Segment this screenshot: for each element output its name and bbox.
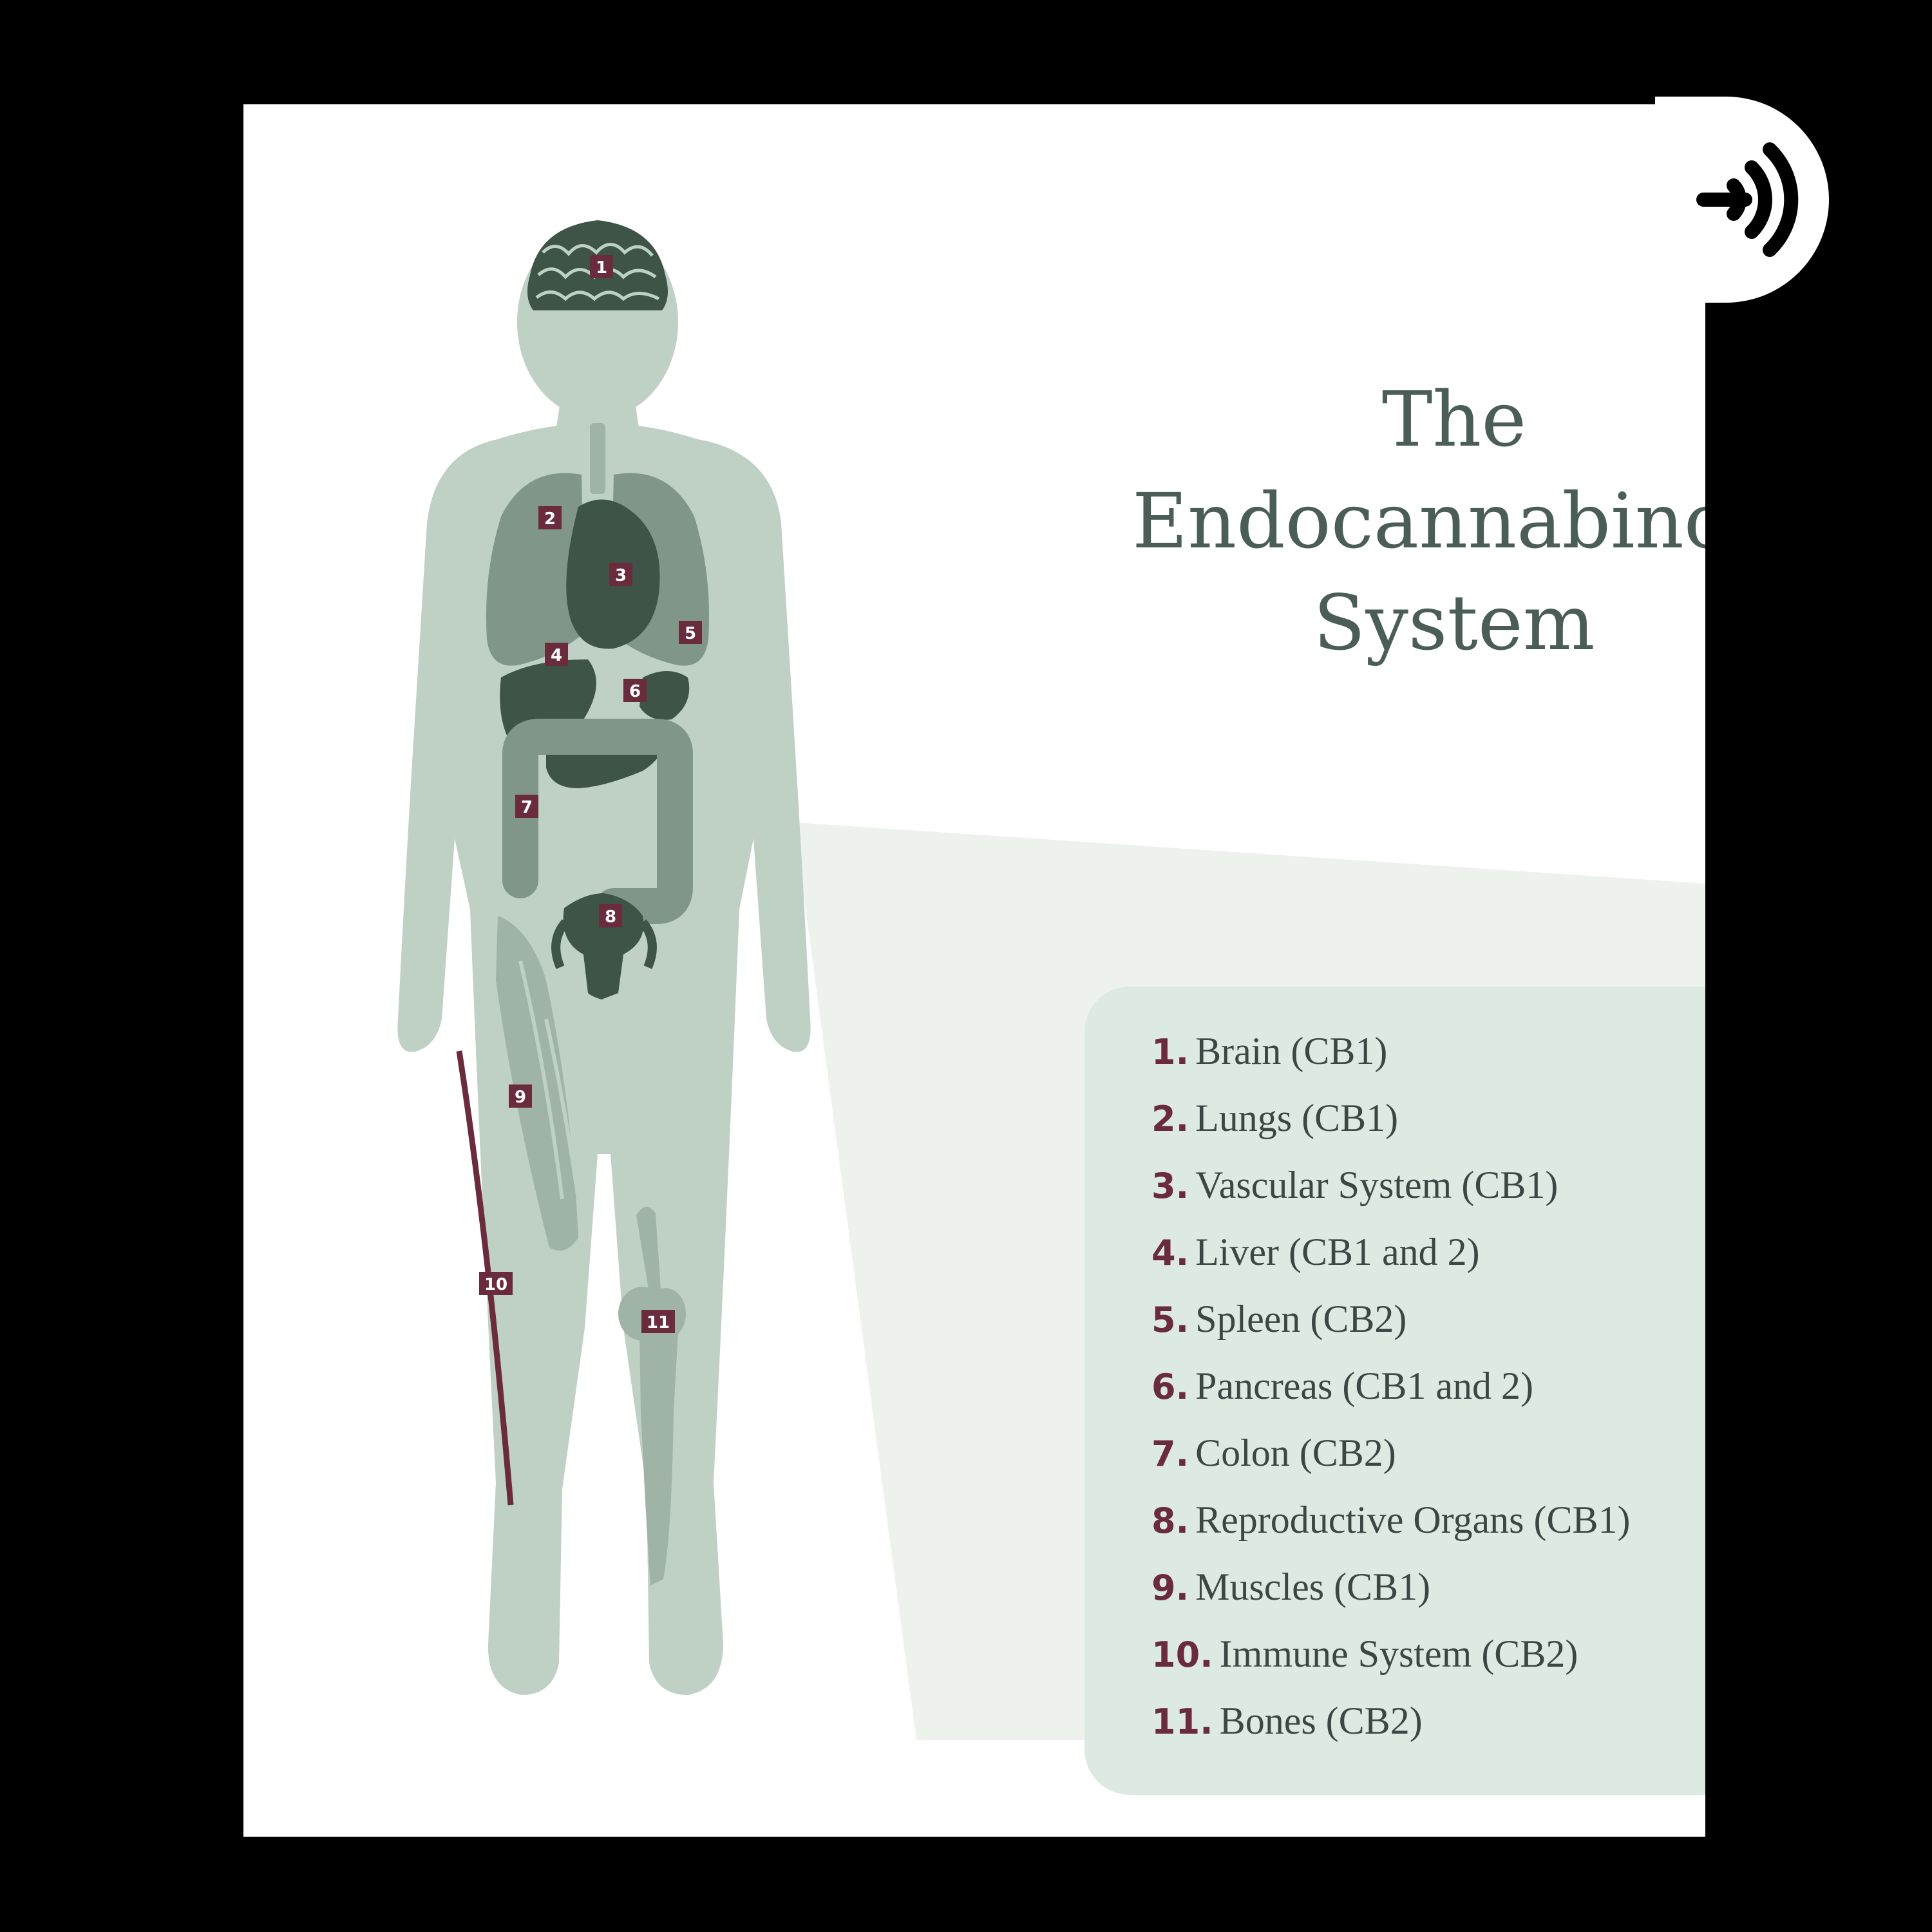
legend-number: 8. bbox=[1151, 1501, 1189, 1541]
marker-6: 6 bbox=[623, 679, 647, 702]
title-line-1: The bbox=[1381, 375, 1527, 464]
legend-number: 10. bbox=[1151, 1634, 1213, 1675]
legend-item: 1.Brain (CB1) bbox=[1151, 1018, 1631, 1084]
legend-label: Brain (CB1) bbox=[1195, 1030, 1388, 1072]
marker-2: 2 bbox=[538, 506, 562, 529]
marker-5-label: 5 bbox=[685, 624, 696, 643]
legend-item: 3.Vascular System (CB1) bbox=[1151, 1151, 1631, 1218]
marker-1: 1 bbox=[590, 255, 613, 278]
legend-number: 7. bbox=[1151, 1434, 1189, 1474]
marker-7: 7 bbox=[515, 795, 538, 818]
legend-label: Bones (CB2) bbox=[1219, 1700, 1423, 1742]
legend-label: Vascular System (CB1) bbox=[1195, 1164, 1558, 1206]
podcast-signal-icon bbox=[1696, 142, 1799, 257]
legend-item: 9.Muscles (CB1) bbox=[1151, 1553, 1631, 1620]
legend-number: 3. bbox=[1151, 1166, 1189, 1206]
legend-number: 5. bbox=[1151, 1300, 1189, 1340]
legend-label: Colon (CB2) bbox=[1195, 1432, 1396, 1474]
legend-label: Spleen (CB2) bbox=[1195, 1298, 1407, 1340]
legend-number: 6. bbox=[1151, 1367, 1189, 1407]
reproductive-organ bbox=[551, 893, 657, 999]
marker-8: 8 bbox=[599, 904, 622, 927]
trachea bbox=[590, 423, 605, 494]
legend-item: 4.Liver (CB1 and 2) bbox=[1151, 1218, 1631, 1285]
marker-8-label: 8 bbox=[605, 907, 616, 927]
legend-label: Immune System (CB2) bbox=[1219, 1633, 1578, 1675]
thigh-muscles bbox=[496, 916, 580, 1251]
title-line-3: System bbox=[1313, 578, 1595, 667]
legend-item: 8.Reproductive Organs (CB1) bbox=[1151, 1486, 1631, 1553]
marker-7-label: 7 bbox=[521, 798, 533, 817]
infographic-card: 1 2 3 4 5 6 7 8 bbox=[243, 104, 1705, 1837]
legend-item: 5.Spleen (CB2) bbox=[1151, 1285, 1631, 1352]
spleen-organ bbox=[639, 671, 690, 720]
marker-10-label: 10 bbox=[484, 1275, 507, 1294]
immune-system-line bbox=[456, 1050, 514, 1506]
legend-number: 9. bbox=[1151, 1567, 1189, 1608]
marker-4: 4 bbox=[545, 643, 568, 666]
legend-number: 2. bbox=[1151, 1099, 1189, 1139]
marker-9-label: 9 bbox=[515, 1088, 526, 1107]
colon-organ bbox=[502, 719, 693, 963]
marker-9: 9 bbox=[509, 1084, 532, 1108]
legend-number: 1. bbox=[1151, 1032, 1189, 1072]
page-title: The Endocannabinoid System bbox=[1132, 368, 1705, 674]
legend-item: 2.Lungs (CB1) bbox=[1151, 1084, 1631, 1151]
marker-2-label: 2 bbox=[544, 509, 556, 529]
marker-5: 5 bbox=[679, 621, 702, 644]
marker-6-label: 6 bbox=[629, 682, 641, 701]
legend-item: 11.Bones (CB2) bbox=[1151, 1687, 1631, 1754]
legend-number: 4. bbox=[1151, 1233, 1189, 1273]
legend-label: Liver (CB1 and 2) bbox=[1195, 1231, 1480, 1273]
podcast-badge[interactable] bbox=[1655, 97, 1829, 303]
marker-11-label: 11 bbox=[647, 1313, 670, 1332]
title-line-2: Endocannabinoid bbox=[1132, 477, 1705, 565]
marker-3-label: 3 bbox=[615, 566, 627, 585]
legend-item: 10.Immune System (CB2) bbox=[1151, 1620, 1631, 1687]
legend-item: 7.Colon (CB2) bbox=[1151, 1419, 1631, 1486]
legend-item: 6.Pancreas (CB1 and 2) bbox=[1151, 1352, 1631, 1419]
marker-4-label: 4 bbox=[551, 646, 562, 665]
legend-label: Reproductive Organs (CB1) bbox=[1195, 1499, 1631, 1541]
legend-label: Lungs (CB1) bbox=[1195, 1097, 1399, 1139]
legend-panel bbox=[1084, 987, 1705, 1795]
marker-3: 3 bbox=[609, 563, 632, 586]
marker-11: 11 bbox=[641, 1310, 675, 1333]
legend-list: 1.Brain (CB1) 2.Lungs (CB1) 3.Vascular S… bbox=[1151, 1018, 1631, 1754]
legend-label: Pancreas (CB1 and 2) bbox=[1195, 1365, 1533, 1407]
marker-1-label: 1 bbox=[596, 258, 607, 278]
legend-label: Muscles (CB1) bbox=[1195, 1566, 1431, 1608]
marker-10: 10 bbox=[479, 1272, 513, 1295]
legend-number: 11. bbox=[1151, 1701, 1213, 1742]
